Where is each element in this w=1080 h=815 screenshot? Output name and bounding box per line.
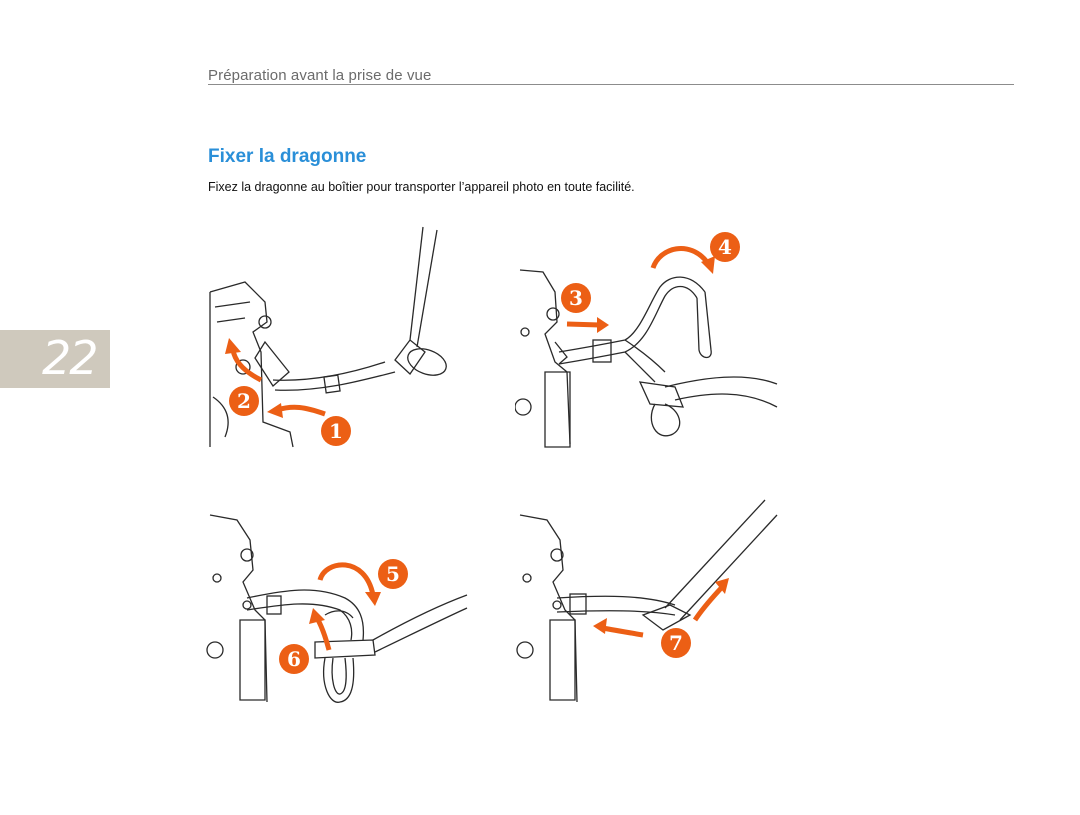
strap-attach-drawing-4	[516, 499, 778, 703]
step-3-badge: 3	[561, 283, 591, 313]
strap-attach-drawing-1	[209, 226, 447, 448]
strap-attach-drawing-2	[515, 246, 778, 448]
header-rule	[208, 84, 1014, 85]
step-6-badge: 6	[279, 644, 309, 674]
illustration-step-5-6: 5 6	[205, 490, 475, 720]
illustration-step-1-2: 2 1	[205, 222, 475, 452]
page-title: Fixer la dragonne	[208, 146, 367, 167]
step-5-badge: 5	[378, 559, 408, 589]
intro-text: Fixez la dragonne au boîtier pour transp…	[208, 180, 635, 194]
page-number: 22	[42, 331, 99, 385]
page-tab	[0, 330, 110, 388]
illustration-step-3-4: 3 4	[515, 222, 785, 452]
step-1-badge: 1	[321, 416, 351, 446]
step-2-badge: 2	[229, 386, 259, 416]
strap-attach-drawing-3	[206, 514, 468, 703]
step-7-badge: 7	[661, 628, 691, 658]
illustration-step-7: 7	[515, 490, 785, 720]
step-4-badge: 4	[710, 232, 740, 262]
section-header: Préparation avant la prise de vue	[208, 67, 432, 84]
